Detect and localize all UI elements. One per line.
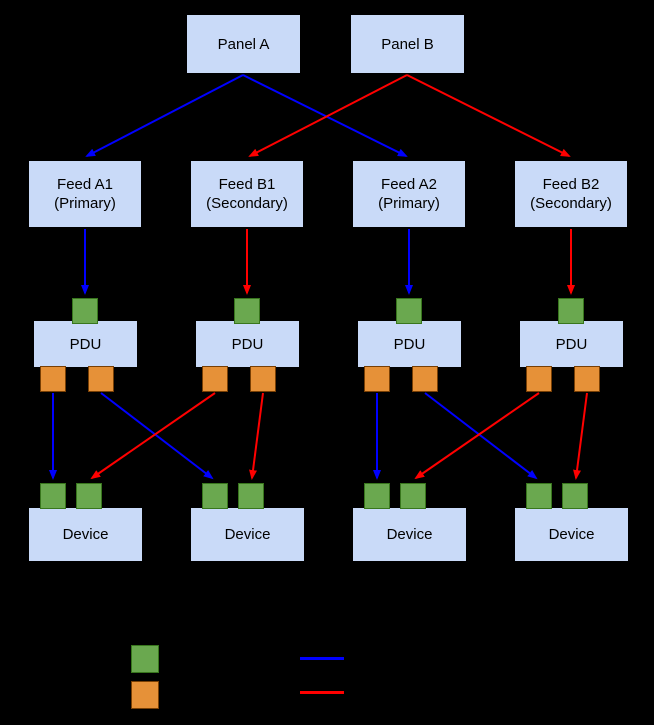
feed-b2-label: Feed B2 [542, 176, 600, 193]
feed-b2-sublabel: (Secondary) [530, 195, 612, 212]
device-4-input-port-left [526, 483, 552, 509]
pdu-3-input-port [396, 298, 422, 324]
feed-b1-node: Feed B1 (Secondary) [190, 160, 304, 228]
device-4-label: Device [548, 526, 595, 543]
feed-b2-node: Feed B2 (Secondary) [514, 160, 628, 228]
blue-power-path-arrow [100, 392, 214, 480]
device-1-node: Device [28, 507, 143, 562]
pdu-1-output-port-left [40, 366, 66, 392]
legend-input-port-swatch [131, 645, 159, 673]
blue-power-path-arrow [85, 74, 244, 157]
pdu-2-label: PDU [231, 335, 264, 353]
pdu-3-output-port-right [412, 366, 438, 392]
device-1-input-port-left [40, 483, 66, 509]
blue-power-path-arrow [242, 74, 408, 157]
feed-a2-sublabel: (Primary) [378, 195, 440, 212]
feed-a2-label: Feed A2 [381, 176, 437, 193]
red-power-path-arrow [573, 392, 588, 480]
panel-a-label: Panel A [217, 35, 270, 53]
panel-b-node: Panel B [350, 14, 465, 74]
pdu-4-label: PDU [555, 335, 588, 353]
feed-a1-node: Feed A1 (Primary) [28, 160, 142, 228]
red-power-path-arrow [90, 392, 216, 480]
device-3-label: Device [386, 526, 433, 543]
pdu-4-output-port-left [526, 366, 552, 392]
device-2-input-port-left [202, 483, 228, 509]
device-3-node: Device [352, 507, 467, 562]
pdu-2-output-port-left [202, 366, 228, 392]
pdu-1-input-port [72, 298, 98, 324]
red-power-path-arrow [406, 74, 571, 157]
device-2-label: Device [224, 526, 271, 543]
device-2-node: Device [190, 507, 305, 562]
blue-power-path-arrow [424, 392, 538, 480]
pdu-3-label: PDU [393, 335, 426, 353]
legend-secondary-path-line [300, 691, 344, 694]
pdu-2-output-port-right [250, 366, 276, 392]
red-power-path-arrow [414, 392, 540, 480]
feed-a1-sublabel: (Primary) [54, 195, 116, 212]
feed-a1-label: Feed A1 [57, 176, 113, 193]
legend-primary-path-line [300, 657, 344, 660]
feed-b1-sublabel: (Secondary) [206, 195, 288, 212]
pdu-3-output-port-left [364, 366, 390, 392]
feed-a2-node: Feed A2 (Primary) [352, 160, 466, 228]
device-1-label: Device [62, 526, 109, 543]
panel-b-label: Panel B [381, 35, 434, 53]
pdu-1-output-port-right [88, 366, 114, 392]
pdu-2-input-port [234, 298, 260, 324]
device-3-input-port-right [400, 483, 426, 509]
feed-b1-label: Feed B1 [218, 176, 276, 193]
pdu-4-output-port-right [574, 366, 600, 392]
device-4-input-port-right [562, 483, 588, 509]
device-2-input-port-right [238, 483, 264, 509]
pdu-1-label: PDU [69, 335, 102, 353]
device-4-node: Device [514, 507, 629, 562]
red-power-path-arrow [249, 392, 264, 480]
device-1-input-port-right [76, 483, 102, 509]
red-power-path-arrow [248, 74, 408, 157]
panel-a-node: Panel A [186, 14, 301, 74]
pdu-3-node: PDU [357, 320, 462, 368]
device-3-input-port-left [364, 483, 390, 509]
pdu-4-node: PDU [519, 320, 624, 368]
pdu-2-node: PDU [195, 320, 300, 368]
legend-output-port-swatch [131, 681, 159, 709]
pdu-4-input-port [558, 298, 584, 324]
pdu-1-node: PDU [33, 320, 138, 368]
